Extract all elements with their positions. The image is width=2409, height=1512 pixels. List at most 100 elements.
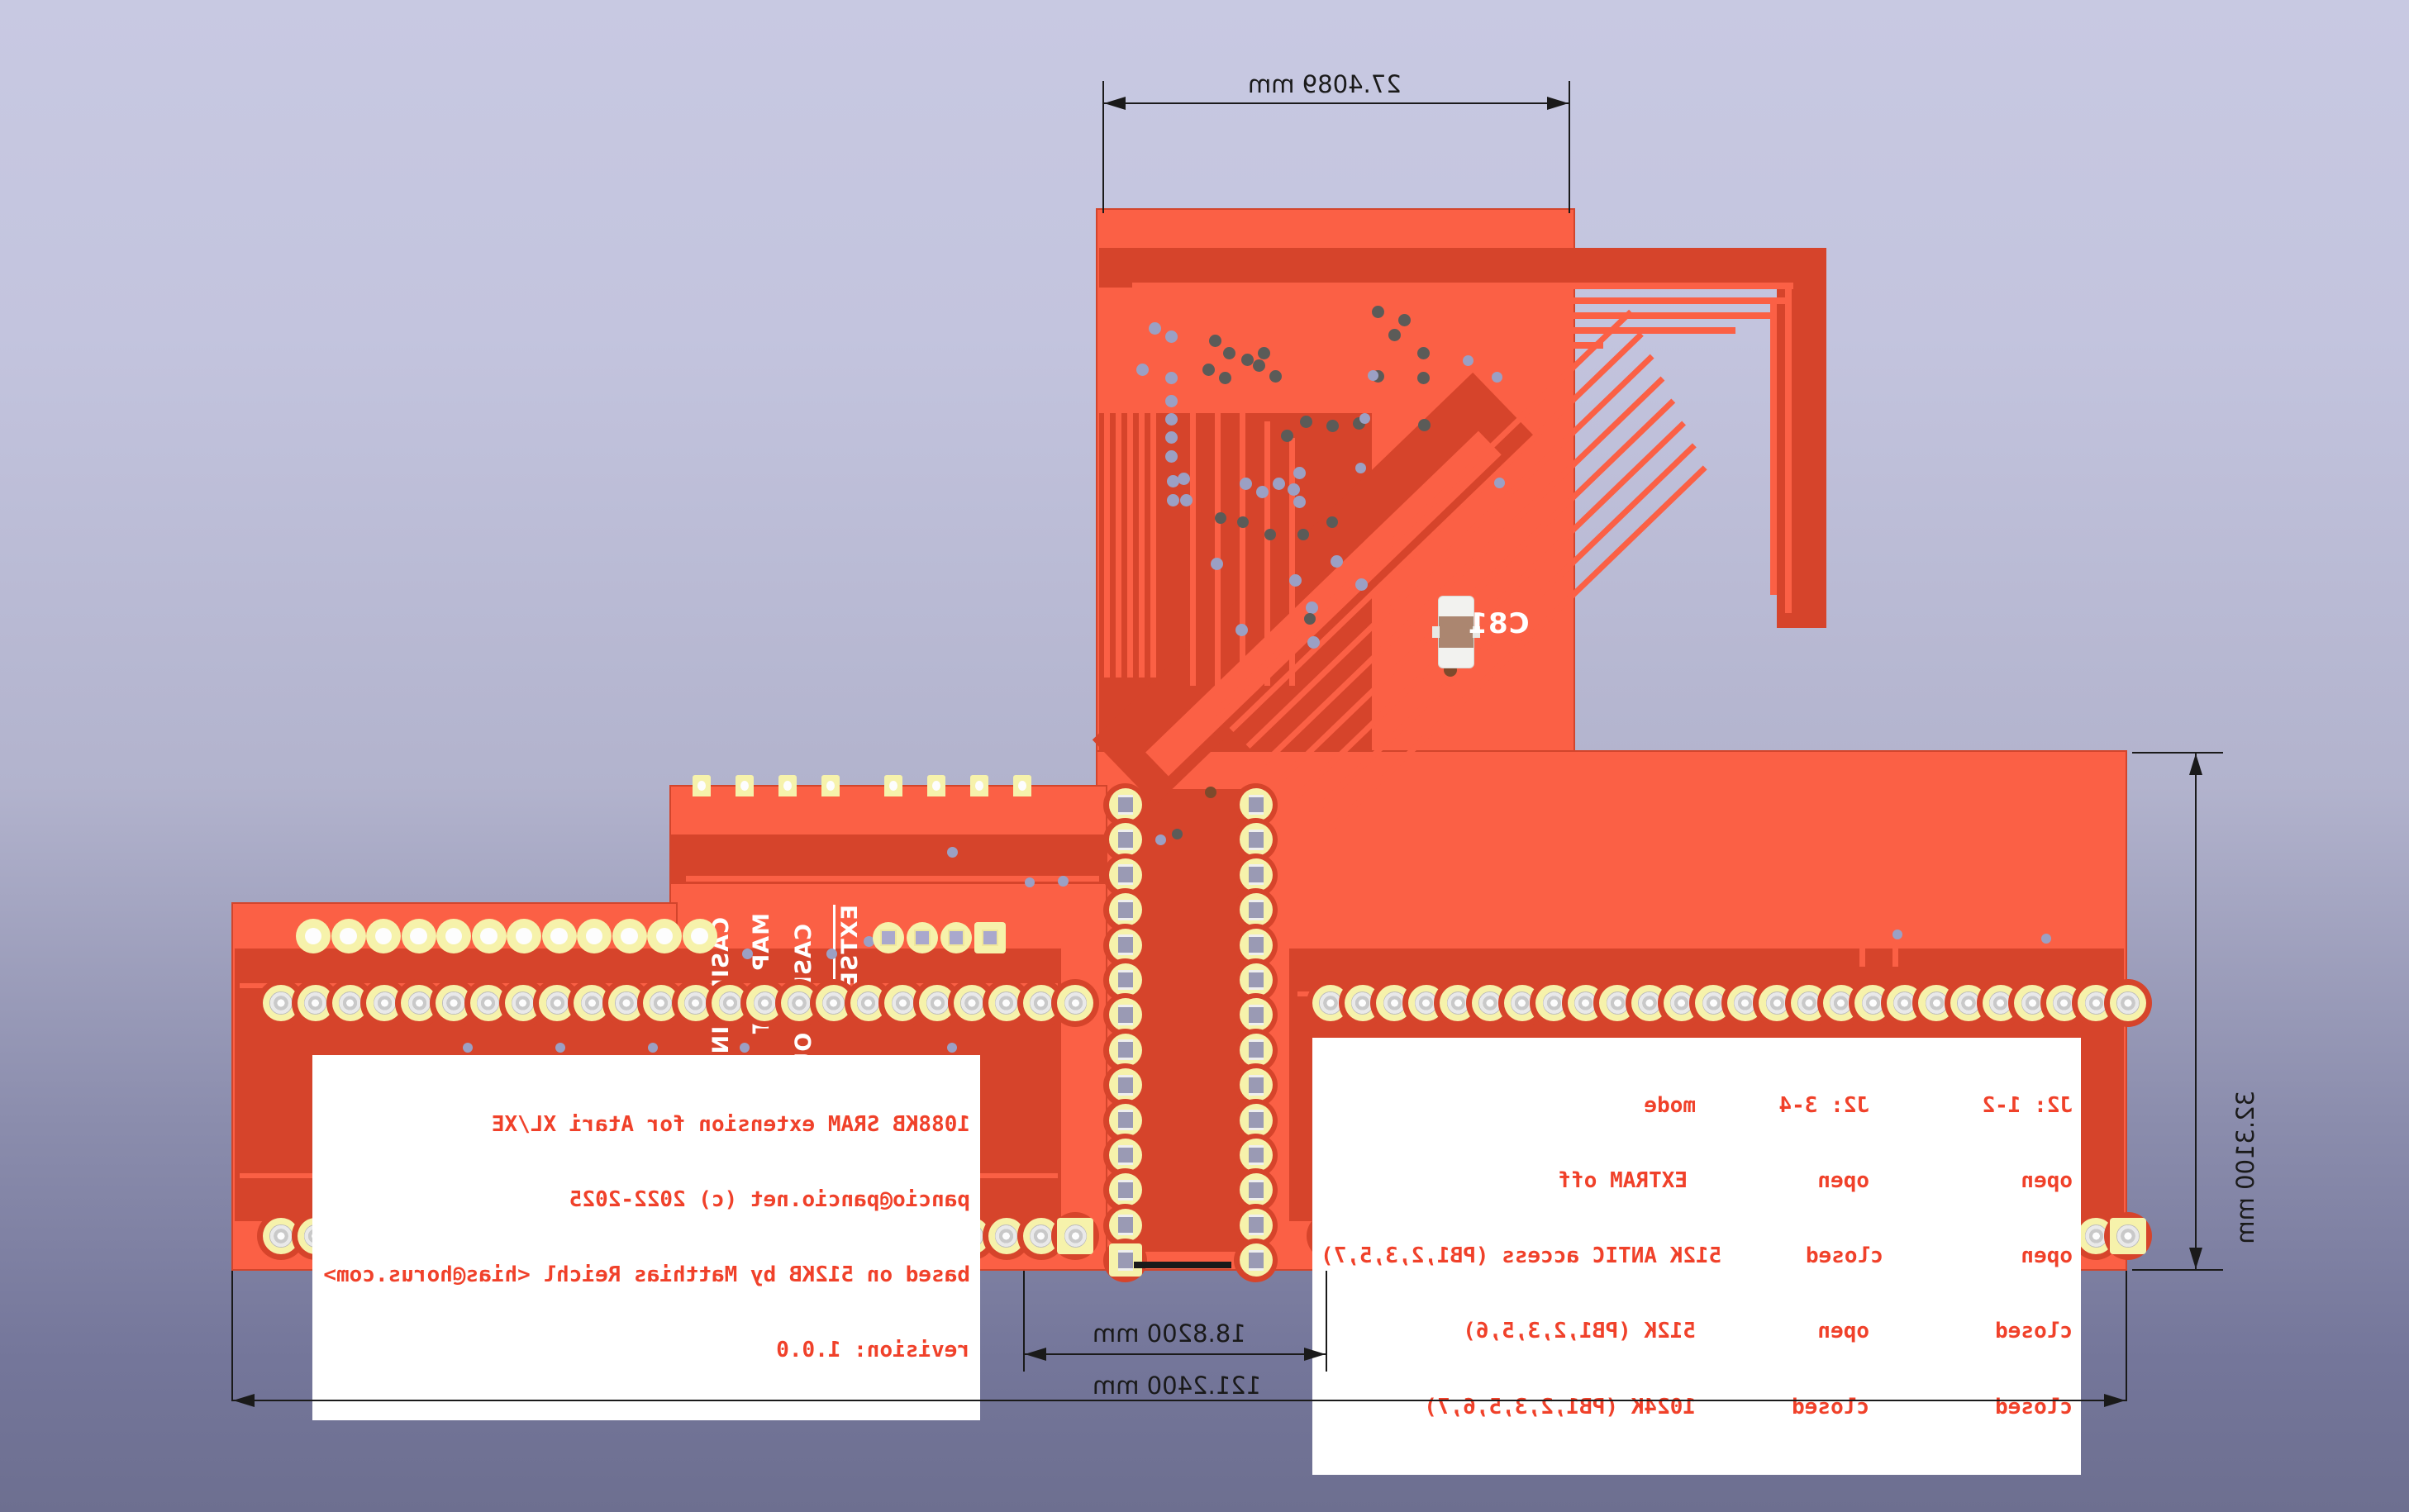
dim-top-ext-left (1102, 81, 1104, 213)
jumper-table-box: J2: 1-2 J2: 3-4 mode open open EXTRAM of… (1312, 1038, 2081, 1475)
via (1398, 314, 1411, 326)
ic-socket-pad[interactable] (1240, 1139, 1273, 1172)
ic-socket-pad[interactable] (1240, 858, 1273, 892)
j2-pad[interactable] (974, 922, 1006, 953)
via (463, 1043, 473, 1053)
j2-pad[interactable] (907, 922, 938, 953)
dim-total-arrow-left (233, 1394, 255, 1407)
edge-connector-pad[interactable] (2110, 1218, 2146, 1254)
edge-pad-stub[interactable] (778, 775, 797, 796)
edge-pad[interactable] (296, 919, 331, 953)
ic-socket-pad[interactable] (1109, 823, 1142, 857)
edge-pad-stub[interactable] (970, 775, 988, 796)
component-label-c81: C81 (1467, 607, 1530, 640)
edge-pad[interactable] (366, 919, 401, 953)
dim-total-arrow-right (2104, 1394, 2126, 1407)
via (1219, 372, 1231, 384)
jumper-table-row: open closed 512K ANTIC access (PB1,2,3,5… (1321, 1243, 2073, 1268)
dim-total-line (231, 1400, 2127, 1401)
jumper-table-row: closed closed 1024K (PB1,2,3,5,6,7) (1321, 1395, 2073, 1419)
via (1359, 413, 1370, 424)
ic-socket-pad[interactable] (1109, 1033, 1142, 1067)
edge-pad[interactable] (401, 919, 436, 953)
via (1331, 555, 1343, 568)
ic-socket-pad[interactable] (1109, 858, 1142, 892)
edge-connector-pad[interactable] (1057, 985, 1094, 1021)
ic-socket-pad[interactable] (1240, 998, 1273, 1032)
edge-pad-stub[interactable] (927, 775, 945, 796)
ic-socket-pad[interactable] (1240, 788, 1273, 821)
ic-socket-pad[interactable] (1109, 788, 1142, 821)
dim-inner-label: 18.8200 mm (1093, 1319, 1246, 1348)
ic-socket-pad[interactable] (1109, 1139, 1142, 1172)
edge-pad-stub[interactable] (693, 775, 711, 796)
via (1025, 877, 1035, 887)
via (1178, 473, 1190, 485)
via (1223, 347, 1235, 359)
ic-socket-pad[interactable] (1240, 1103, 1273, 1137)
ic-socket-pad[interactable] (1109, 893, 1142, 927)
edge-connector-pad[interactable] (1057, 1218, 1094, 1254)
via (1240, 478, 1252, 490)
ic-socket-pad[interactable] (1109, 1173, 1142, 1207)
jumper-table-row: open open EXTRAM off (1321, 1168, 2073, 1193)
dim-right-arrow-top (2189, 754, 2202, 775)
edge-pad[interactable] (471, 919, 507, 953)
ic-socket-pad[interactable] (1109, 1243, 1142, 1277)
via (1253, 359, 1265, 372)
ic-socket-pad[interactable] (1240, 1033, 1273, 1067)
dim-inner-ext-right (1326, 1271, 1327, 1372)
edge-pad-stub[interactable] (736, 775, 754, 796)
edge-pad[interactable] (577, 919, 612, 953)
via (1293, 467, 1306, 479)
ic-socket-pad[interactable] (1240, 1243, 1273, 1277)
via (1211, 558, 1223, 570)
edge-connector-pad[interactable] (2110, 985, 2146, 1021)
dim-inner-arrow-left (1025, 1348, 1046, 1361)
edge-pad-stub[interactable] (884, 775, 902, 796)
ic-socket-pad[interactable] (1109, 963, 1142, 996)
via (1165, 450, 1178, 463)
j2-pad[interactable] (940, 922, 972, 953)
edge-pad[interactable] (507, 919, 541, 953)
j2-pad[interactable] (873, 922, 904, 953)
trace-mid-1 (686, 876, 1099, 882)
via (1418, 419, 1431, 431)
ic-socket-pad[interactable] (1240, 1208, 1273, 1242)
edge-pad-stub[interactable] (1013, 775, 1031, 796)
ic-socket-pad[interactable] (1109, 1103, 1142, 1137)
edge-pad[interactable] (331, 919, 366, 953)
ic-socket-pad[interactable] (1240, 823, 1273, 857)
ic-socket-pad[interactable] (1240, 928, 1273, 962)
edge-pad[interactable] (647, 919, 682, 953)
trace-right-bus-3 (1620, 868, 1917, 873)
via (648, 1043, 658, 1053)
edge-pad[interactable] (541, 919, 577, 953)
jumper-cell-mode: 512K ANTIC access (PB1,2,3,5,7) (1321, 1243, 1722, 1269)
edge-pad-stub[interactable] (821, 775, 840, 796)
via (1172, 829, 1183, 839)
via (1281, 430, 1293, 442)
edge-pad[interactable] (436, 919, 471, 953)
ic-socket-pad[interactable] (1109, 998, 1142, 1032)
trace-right-curve-2 (1892, 834, 1898, 967)
edge-pad[interactable] (682, 919, 717, 953)
via (1355, 463, 1366, 473)
ic-socket-pad[interactable] (1240, 893, 1273, 927)
ic-socket-pad[interactable] (1109, 1068, 1142, 1102)
ic-socket-pad[interactable] (1240, 1068, 1273, 1102)
jumper-cell-mode: EXTRAM off (1558, 1168, 1688, 1194)
jumper-cell-j12: closed (1995, 1319, 2073, 1344)
via (1463, 355, 1473, 366)
ic-socket-pad[interactable] (1109, 928, 1142, 962)
trace-comb-4 (1139, 314, 1145, 678)
via (1368, 370, 1378, 381)
trace-comb-5 (1150, 322, 1156, 678)
ic-socket-pad[interactable] (1109, 1208, 1142, 1242)
edge-pad[interactable] (612, 919, 647, 953)
via (1205, 787, 1216, 798)
copper-pour-top-bar (1099, 248, 1826, 288)
ic-socket-pad[interactable] (1240, 963, 1273, 996)
ic-socket-pad[interactable] (1240, 1173, 1273, 1207)
